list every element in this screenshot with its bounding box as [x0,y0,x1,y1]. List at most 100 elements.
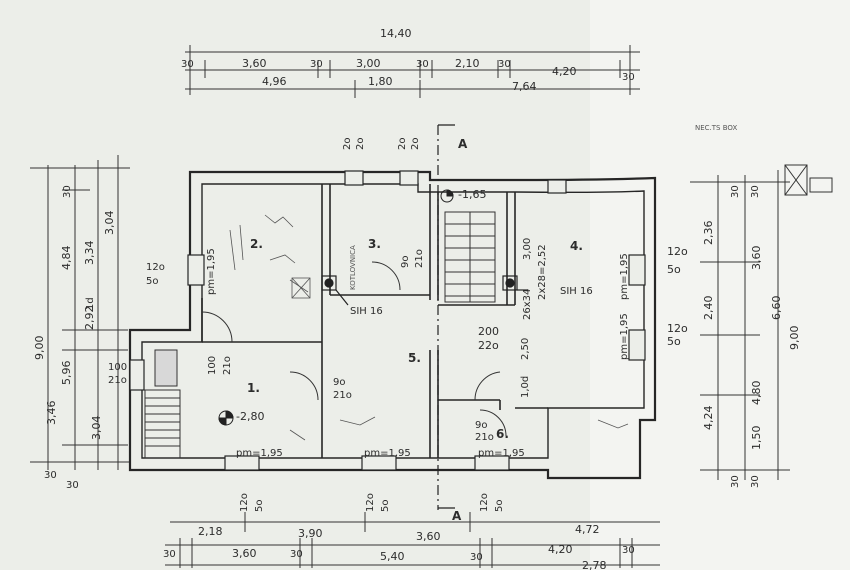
sill-label: pm=1,95 [206,248,217,295]
stair-top-level: -1,65 [458,188,486,201]
opening-label: 22o [478,339,499,352]
dim-label: 2,92 [83,306,96,331]
dim-label: 3,60 [232,547,257,560]
opening-label: 100 [207,356,218,375]
room-number-1: 1. [247,381,260,395]
opening-label: 12o [667,322,688,335]
box-symbol [784,164,833,196]
left-dimension-lines [30,155,130,470]
room-numbers: 1. 2. 3. 4. 5. 6. [247,237,583,441]
stair-lower2-label: 1,0d [520,376,531,398]
top-dim-row2: 4,96 1,80 7,64 [262,75,537,93]
dim-label: 2,36 [702,221,715,246]
opening-label: 21o [222,356,233,375]
dim-label: 3,04 [103,211,116,236]
opening-label: 5o [667,263,681,276]
dim-label: 2,10 [455,57,480,70]
opening-label: 21o [108,375,127,386]
dim-label: 30 [181,59,194,70]
dim-label: 30 [310,59,323,70]
stair-mid-label: 26x34 [522,289,533,320]
opening-label: 100 [108,362,127,373]
right-dim-labels: 9,00 3,60 6,60 4,80 1,50 2,36 2,40 4,24 … [702,185,801,488]
dim-label: 3,60 [750,246,763,271]
dim-label: 3,00 [356,57,381,70]
bottom-dimension-lines [165,512,660,568]
opening-label: 12o [365,493,376,512]
opening-label: 5o [254,500,265,512]
stair-main [444,211,496,303]
bottom-dim-row1: 2,18 3,90 3,60 4,72 [198,523,600,543]
top-dim-row1: 30 3,60 30 3,00 30 2,10 30 4,20 30 [181,57,635,83]
dim-label: 30 [750,185,761,198]
room-number-2: 2. [250,237,263,251]
sill-label: pm=1,95 [236,448,283,459]
dim-label: 4,84 [60,246,73,271]
sill-label: pm=1,95 [478,448,525,459]
dim-label: 30 [44,470,57,481]
dim-label: 30 [66,480,79,491]
dim-label: 4,20 [552,65,577,78]
room-number-3: 3. [368,237,381,251]
dim-label: 30 [416,59,429,70]
room1-level: -2,80 [236,410,264,423]
section-mark-bottom: A [452,509,462,523]
stair-label: 3,00 [522,238,533,260]
opening-labels: 12o 5o 100 21o 100 21o 9o 21o 9o 21o 200… [108,138,688,512]
opening-label: 12o [239,493,250,512]
chimney-label: SIH 16 [350,306,383,317]
dim-label: 6,60 [770,296,783,321]
sill-labels: pm=1,95 pm=1,95 pm=1,95 pm=1,95 pm=1,95 … [206,248,630,459]
dim-label: 4,72 [575,523,600,536]
right-outer-dim: 9,00 [788,326,801,351]
dim-label: 1d [85,297,96,310]
right-dimension-lines [690,170,790,480]
dim-label: 3,46 [45,401,58,426]
dim-label: 4,80 [750,381,763,406]
dim-label: 30 [498,59,511,70]
stair-left [144,349,181,459]
dim-label: 30 [470,552,483,563]
dim-label: 5,40 [380,550,405,563]
dim-label: 3,34 [83,241,96,266]
opening-label: 5o [146,276,158,287]
bottom-dim-row2: 30 3,60 30 5,40 30 4,20 30 [163,543,635,563]
dim-label: 3,04 [90,416,103,441]
opening-label: 21o [475,432,494,443]
dim-label: 3,90 [298,527,323,540]
opening-label: 9o [400,256,411,268]
stair-run-label: 2x28=2,52 [537,244,548,300]
opening-label: 12o [479,493,490,512]
room-number-6: 6. [496,427,509,441]
room-number-4: 4. [570,239,583,253]
dim-label: 30 [730,475,741,488]
dim-label: 30 [290,549,303,560]
dim-label: 2,78 [582,559,607,570]
section-line [437,124,455,510]
opening-label: 9o [475,420,487,431]
opening-label: 2o [342,138,353,150]
opening-label: 12o [146,262,165,273]
sill-label: pm=1,95 [619,253,630,300]
top-dimension-lines [185,45,640,98]
dim-label: 4,96 [262,75,287,88]
handwritten-sketches [229,214,629,441]
dim-label: 4,20 [548,543,573,556]
left-outer-dim: 9,00 [33,336,46,361]
dim-label: 30 [622,72,635,83]
dim-label: 4,24 [702,406,715,431]
section-mark-top: A [458,137,468,151]
dim-label: 2,40 [702,296,715,321]
opening-label: 5o [494,500,505,512]
chimney-label: SIH 16 [560,286,593,297]
opening-label: 12o [667,245,688,258]
dim-label: 5,96 [60,361,73,386]
level-markers [218,189,454,426]
opening-label: 2o [410,138,421,150]
opening-label: 21o [414,249,425,268]
dim-label: 2,18 [198,525,223,538]
dim-label: 30 [163,549,176,560]
chimney-symbols [321,275,528,306]
opening-label: 21o [333,390,352,401]
